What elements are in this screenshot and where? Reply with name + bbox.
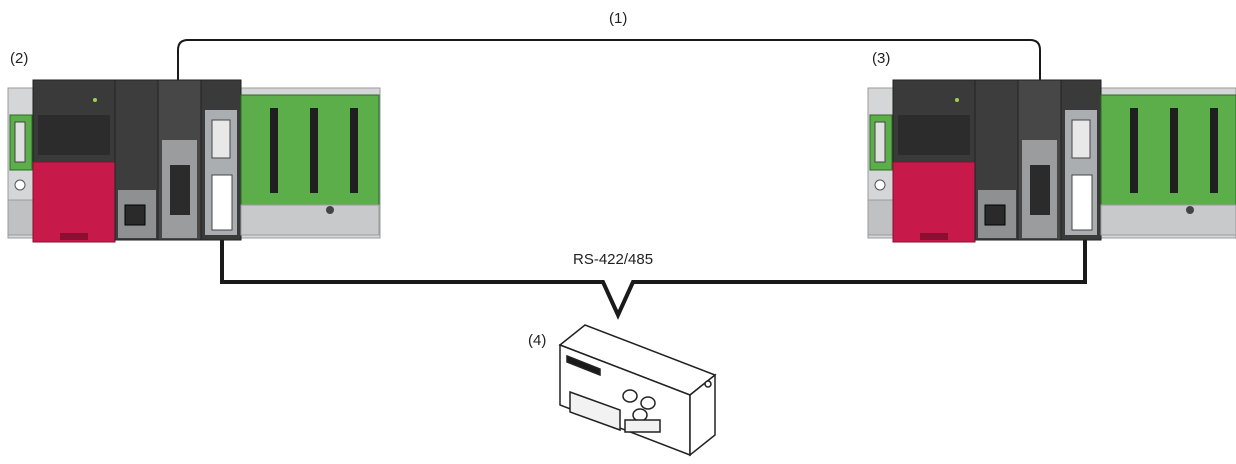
label-top-link: (1)	[609, 10, 627, 27]
label-plc-left: (2)	[10, 50, 28, 67]
label-device: (4)	[528, 332, 546, 349]
plc-system-left	[8, 80, 380, 242]
rs422-485-cable	[222, 240, 1085, 315]
label-bus: RS-422/485	[573, 251, 653, 268]
external-device	[560, 325, 715, 455]
top-link-cable	[178, 40, 1040, 80]
plc-system-right	[868, 80, 1236, 242]
label-plc-right: (3)	[872, 50, 890, 67]
